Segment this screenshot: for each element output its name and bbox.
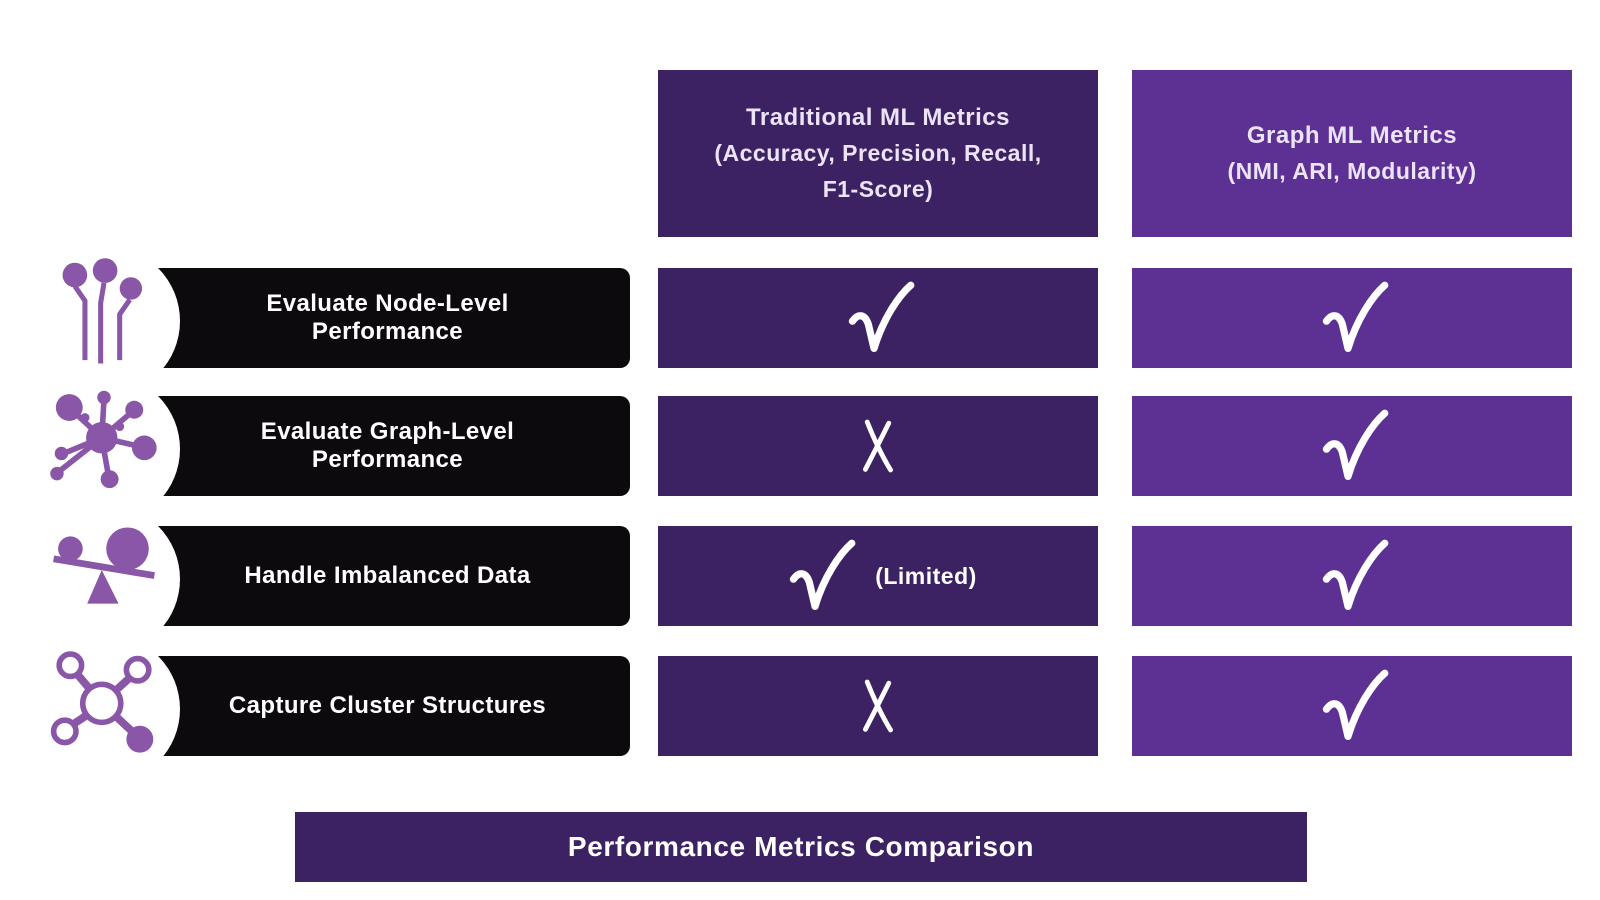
check-mark [1312, 662, 1392, 750]
check-mark [1312, 532, 1392, 620]
node-pins-icon [48, 256, 160, 368]
table-row: Evaluate Node-Level Performance [30, 246, 1572, 396]
column-header-traditional-ml: Traditional ML Metrics (Accuracy, Precis… [658, 70, 1098, 237]
row-label-cluster-structures: Capture Cluster Structures [30, 634, 630, 784]
cross-mark [848, 406, 908, 486]
row-label-text: Evaluate Node-Level Performance [266, 290, 509, 345]
network-hub-icon [48, 384, 160, 496]
column-title: Graph ML Metrics [1246, 122, 1458, 150]
table-row: Capture Cluster Structures [30, 634, 1572, 784]
cell-graph [1132, 526, 1572, 626]
check-mark [779, 532, 859, 620]
cell-graph [1132, 396, 1572, 496]
row-label-graph-level: Evaluate Graph-Level Performance [30, 374, 630, 524]
icon-disk [30, 634, 180, 784]
row-label-node-level: Evaluate Node-Level Performance [30, 246, 630, 396]
cell-note: (Limited) [875, 562, 977, 589]
column-header-graph-ml: Graph ML Metrics (NMI, ARI, Modularity) [1132, 70, 1572, 237]
cell-traditional [658, 656, 1098, 756]
balance-scale-icon [48, 514, 160, 626]
check-mark [838, 274, 918, 362]
page-title: Performance Metrics Comparison [567, 831, 1035, 862]
check-mark [1312, 402, 1392, 490]
cluster-icon [48, 644, 160, 756]
cell-traditional [658, 396, 1098, 496]
check-mark [1312, 274, 1392, 362]
cell-traditional [658, 268, 1098, 368]
table-row: Evaluate Graph-Level Performance [30, 374, 1572, 524]
row-label-text: Evaluate Graph-Level Performance [260, 418, 515, 473]
column-subtitle: (NMI, ARI, Modularity) [1227, 158, 1477, 185]
row-label-text: Capture Cluster Structures [228, 692, 547, 719]
row-label-text: Handle Imbalanced Data [244, 562, 531, 589]
cross-mark [848, 666, 908, 746]
footer-title-bar: Performance Metrics Comparison [295, 812, 1307, 882]
cell-traditional: (Limited) [658, 526, 1098, 626]
cell-graph [1132, 268, 1572, 368]
table-row: Handle Imbalanced Data (Limited) [30, 504, 1572, 654]
column-subtitle: (Accuracy, Precision, Recall, F1-Score) [714, 140, 1042, 203]
row-label-imbalanced-data: Handle Imbalanced Data [30, 504, 630, 654]
column-title: Traditional ML Metrics [746, 104, 1010, 132]
cell-graph [1132, 656, 1572, 756]
